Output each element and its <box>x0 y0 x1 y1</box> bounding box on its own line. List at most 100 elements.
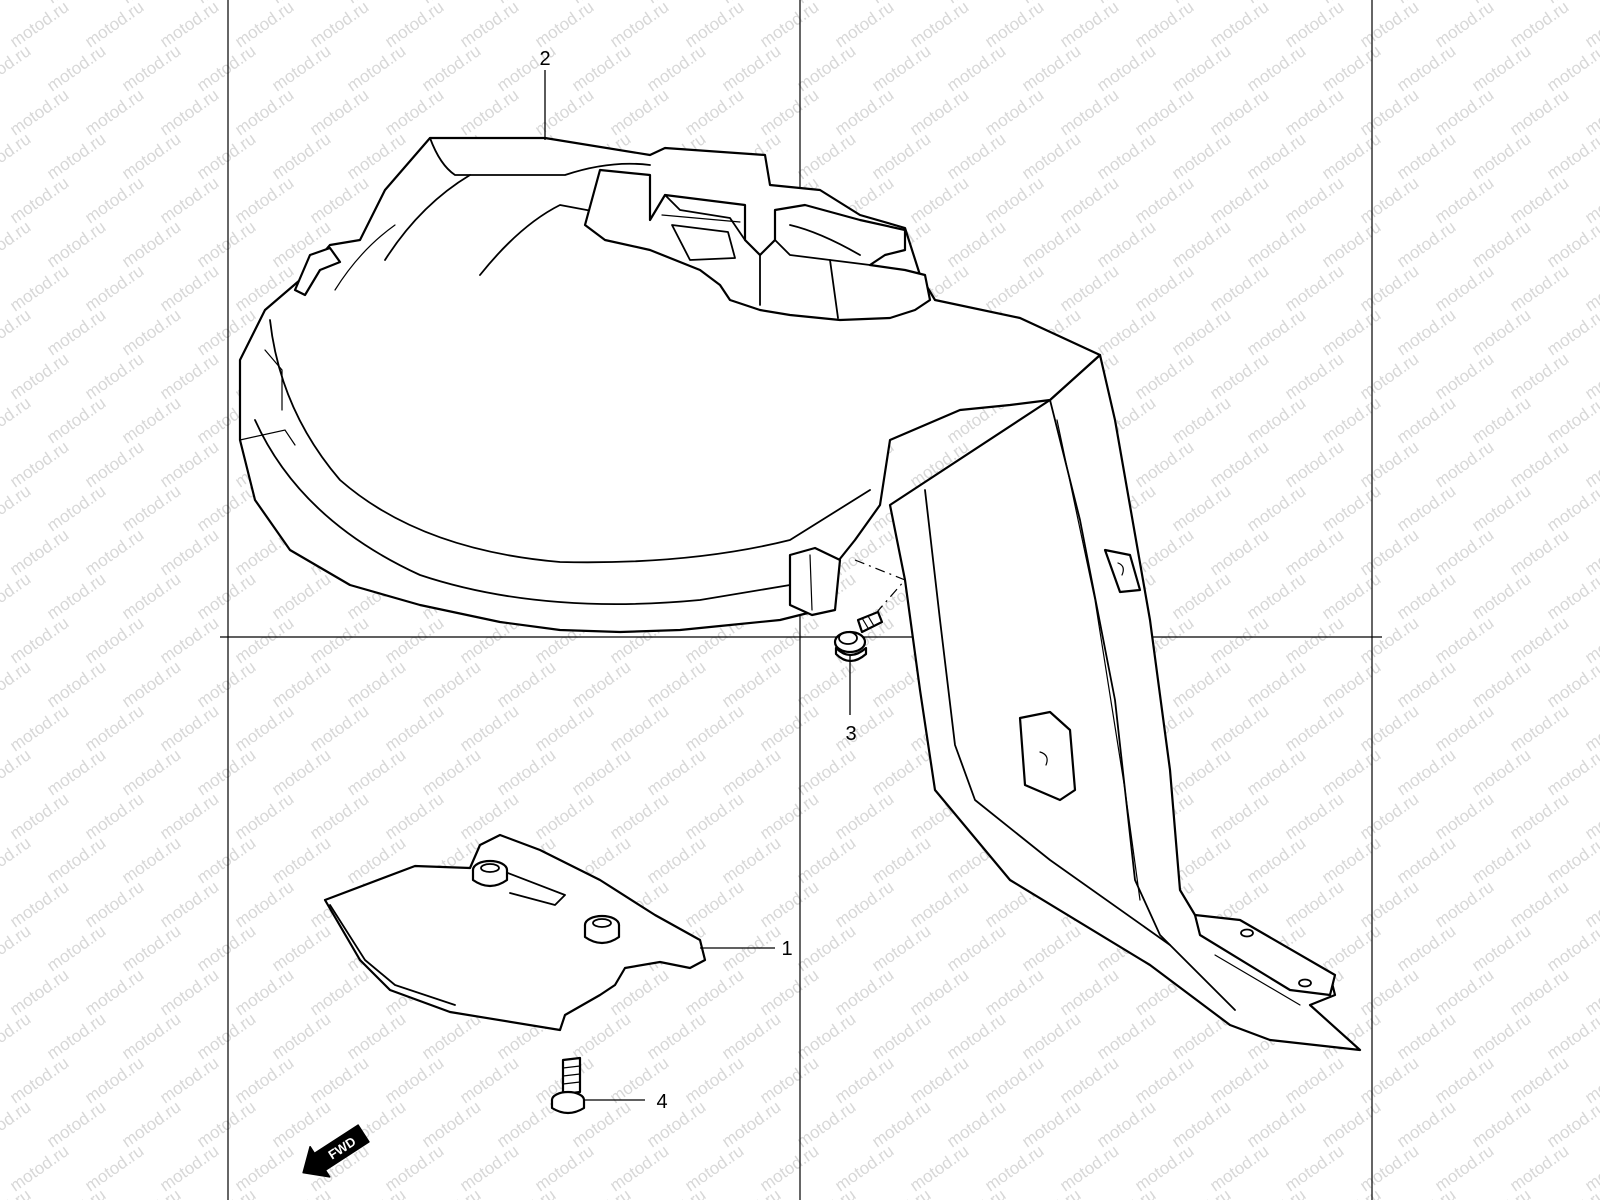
watermark-text: motod.ru <box>418 745 484 799</box>
watermark-text: motod.ru <box>1468 657 1534 711</box>
watermark-text: motod.ru <box>981 85 1047 139</box>
watermark-text: motod.ru <box>118 481 184 535</box>
watermark-text: motod.ru <box>1168 129 1234 183</box>
watermark-text: motod.ru <box>943 1009 1009 1063</box>
watermark-text: motod.ru <box>0 393 34 447</box>
watermark-text: motod.ru <box>1393 1185 1459 1200</box>
watermark-text: motod.ru <box>868 833 934 887</box>
watermark-text: motod.ru <box>1056 1141 1122 1195</box>
watermark-text: motod.ru <box>0 921 34 975</box>
watermark-text: motod.ru <box>906 0 972 51</box>
watermark-text: motod.ru <box>43 921 109 975</box>
watermark-text: motod.ru <box>1168 569 1234 623</box>
watermark-text: motod.ru <box>1393 921 1459 975</box>
watermark-text: motod.ru <box>756 965 822 1019</box>
watermark-text: motod.ru <box>1243 217 1309 271</box>
watermark-text: motod.ru <box>1018 129 1084 183</box>
watermark-text: motod.ru <box>1093 1009 1159 1063</box>
watermark-text: motod.ru <box>643 657 709 711</box>
watermark-text: motod.ru <box>81 789 147 843</box>
watermark-text: motod.ru <box>343 1185 409 1200</box>
watermark-text: motod.ru <box>1243 481 1309 535</box>
watermark-text: motod.ru <box>268 1097 334 1151</box>
watermark-text: motod.ru <box>231 1053 297 1107</box>
watermark-text: motod.ru <box>381 0 447 51</box>
watermark-text: motod.ru <box>6 173 72 227</box>
watermark-text: motod.ru <box>1056 965 1122 1019</box>
watermark-text: motod.ru <box>793 833 859 887</box>
watermark-text: motod.ru <box>1018 1097 1084 1151</box>
watermark-text: motod.ru <box>156 877 222 931</box>
watermark-text: motod.ru <box>0 745 34 799</box>
watermark-text: motod.ru <box>118 393 184 447</box>
watermark-text: motod.ru <box>81 965 147 1019</box>
watermark-text: motod.ru <box>1281 261 1347 315</box>
watermark-text: motod.ru <box>793 745 859 799</box>
watermark-text: motod.ru <box>268 1185 334 1200</box>
watermark-text: motod.ru <box>193 129 259 183</box>
watermark-text: motod.ru <box>1168 41 1234 95</box>
part-3-bolt <box>833 610 884 663</box>
watermark-text: motod.ru <box>1393 305 1459 359</box>
watermark-text: motod.ru <box>1393 745 1459 799</box>
watermark-text: motod.ru <box>1243 1185 1309 1200</box>
watermark-text: motod.ru <box>1356 613 1422 667</box>
watermark-text: motod.ru <box>268 41 334 95</box>
watermark-text: motod.ru <box>156 261 222 315</box>
watermark-text: motod.ru <box>1356 173 1422 227</box>
watermark-text: motod.ru <box>493 1097 559 1151</box>
watermark-text: motod.ru <box>1318 217 1384 271</box>
watermark-text: motod.ru <box>1206 437 1272 491</box>
watermark-text: motod.ru <box>1506 0 1572 51</box>
watermark-text: motod.ru <box>1168 1097 1234 1151</box>
watermark-text: motod.ru <box>1093 129 1159 183</box>
watermark-text: motod.ru <box>193 657 259 711</box>
watermark-text: motod.ru <box>231 613 297 667</box>
watermark-text: motod.ru <box>156 701 222 755</box>
watermark-text: motod.ru <box>81 877 147 931</box>
watermark-text: motod.ru <box>231 1141 297 1195</box>
watermark-text: motod.ru <box>1506 525 1572 579</box>
watermark-text: motod.ru <box>681 85 747 139</box>
watermark-text: motod.ru <box>268 129 334 183</box>
watermark-text: motod.ru <box>0 129 34 183</box>
watermark-text: motod.ru <box>1431 1141 1497 1195</box>
watermark-text: motod.ru <box>1468 569 1534 623</box>
watermark-text: motod.ru <box>6 261 72 315</box>
watermark-text: motod.ru <box>118 745 184 799</box>
watermark-text: motod.ru <box>1018 1185 1084 1200</box>
watermark-text: motod.ru <box>381 789 447 843</box>
watermark-text: motod.ru <box>6 1053 72 1107</box>
watermark-text: motod.ru <box>306 965 372 1019</box>
watermark-text: motod.ru <box>1093 1185 1159 1200</box>
watermark-text: motod.ru <box>381 701 447 755</box>
watermark-text: motod.ru <box>381 1053 447 1107</box>
watermark-text: motod.ru <box>1468 393 1534 447</box>
watermark-text: motod.ru <box>156 613 222 667</box>
watermark-text: motod.ru <box>568 41 634 95</box>
watermark-text: motod.ru <box>43 305 109 359</box>
watermark-text: motod.ru <box>231 0 297 51</box>
watermark-text: motod.ru <box>831 1053 897 1107</box>
watermark-text: motod.ru <box>906 173 972 227</box>
watermark-text: motod.ru <box>81 85 147 139</box>
watermark-text: motod.ru <box>793 1097 859 1151</box>
watermark-text: motod.ru <box>1168 1185 1234 1200</box>
watermark-text: motod.ru <box>231 877 297 931</box>
watermark-text: motod.ru <box>1431 0 1497 51</box>
watermark-text: motod.ru <box>606 701 672 755</box>
watermark-text: motod.ru <box>1281 0 1347 51</box>
watermark-text: motod.ru <box>1168 657 1234 711</box>
watermark-text: motod.ru <box>1243 569 1309 623</box>
watermark-text: motod.ru <box>681 1141 747 1195</box>
watermark-text: motod.ru <box>1431 965 1497 1019</box>
watermark-text: motod.ru <box>1356 525 1422 579</box>
watermark-text: motod.ru <box>43 1097 109 1151</box>
watermark-text: motod.ru <box>718 1097 784 1151</box>
watermark-text: motod.ru <box>1318 393 1384 447</box>
watermark-text: motod.ru <box>156 1053 222 1107</box>
part-1-cover-plate <box>323 833 707 1032</box>
watermark-text: motod.ru <box>1468 745 1534 799</box>
watermark-text: motod.ru <box>81 1141 147 1195</box>
watermark-text: motod.ru <box>1318 305 1384 359</box>
